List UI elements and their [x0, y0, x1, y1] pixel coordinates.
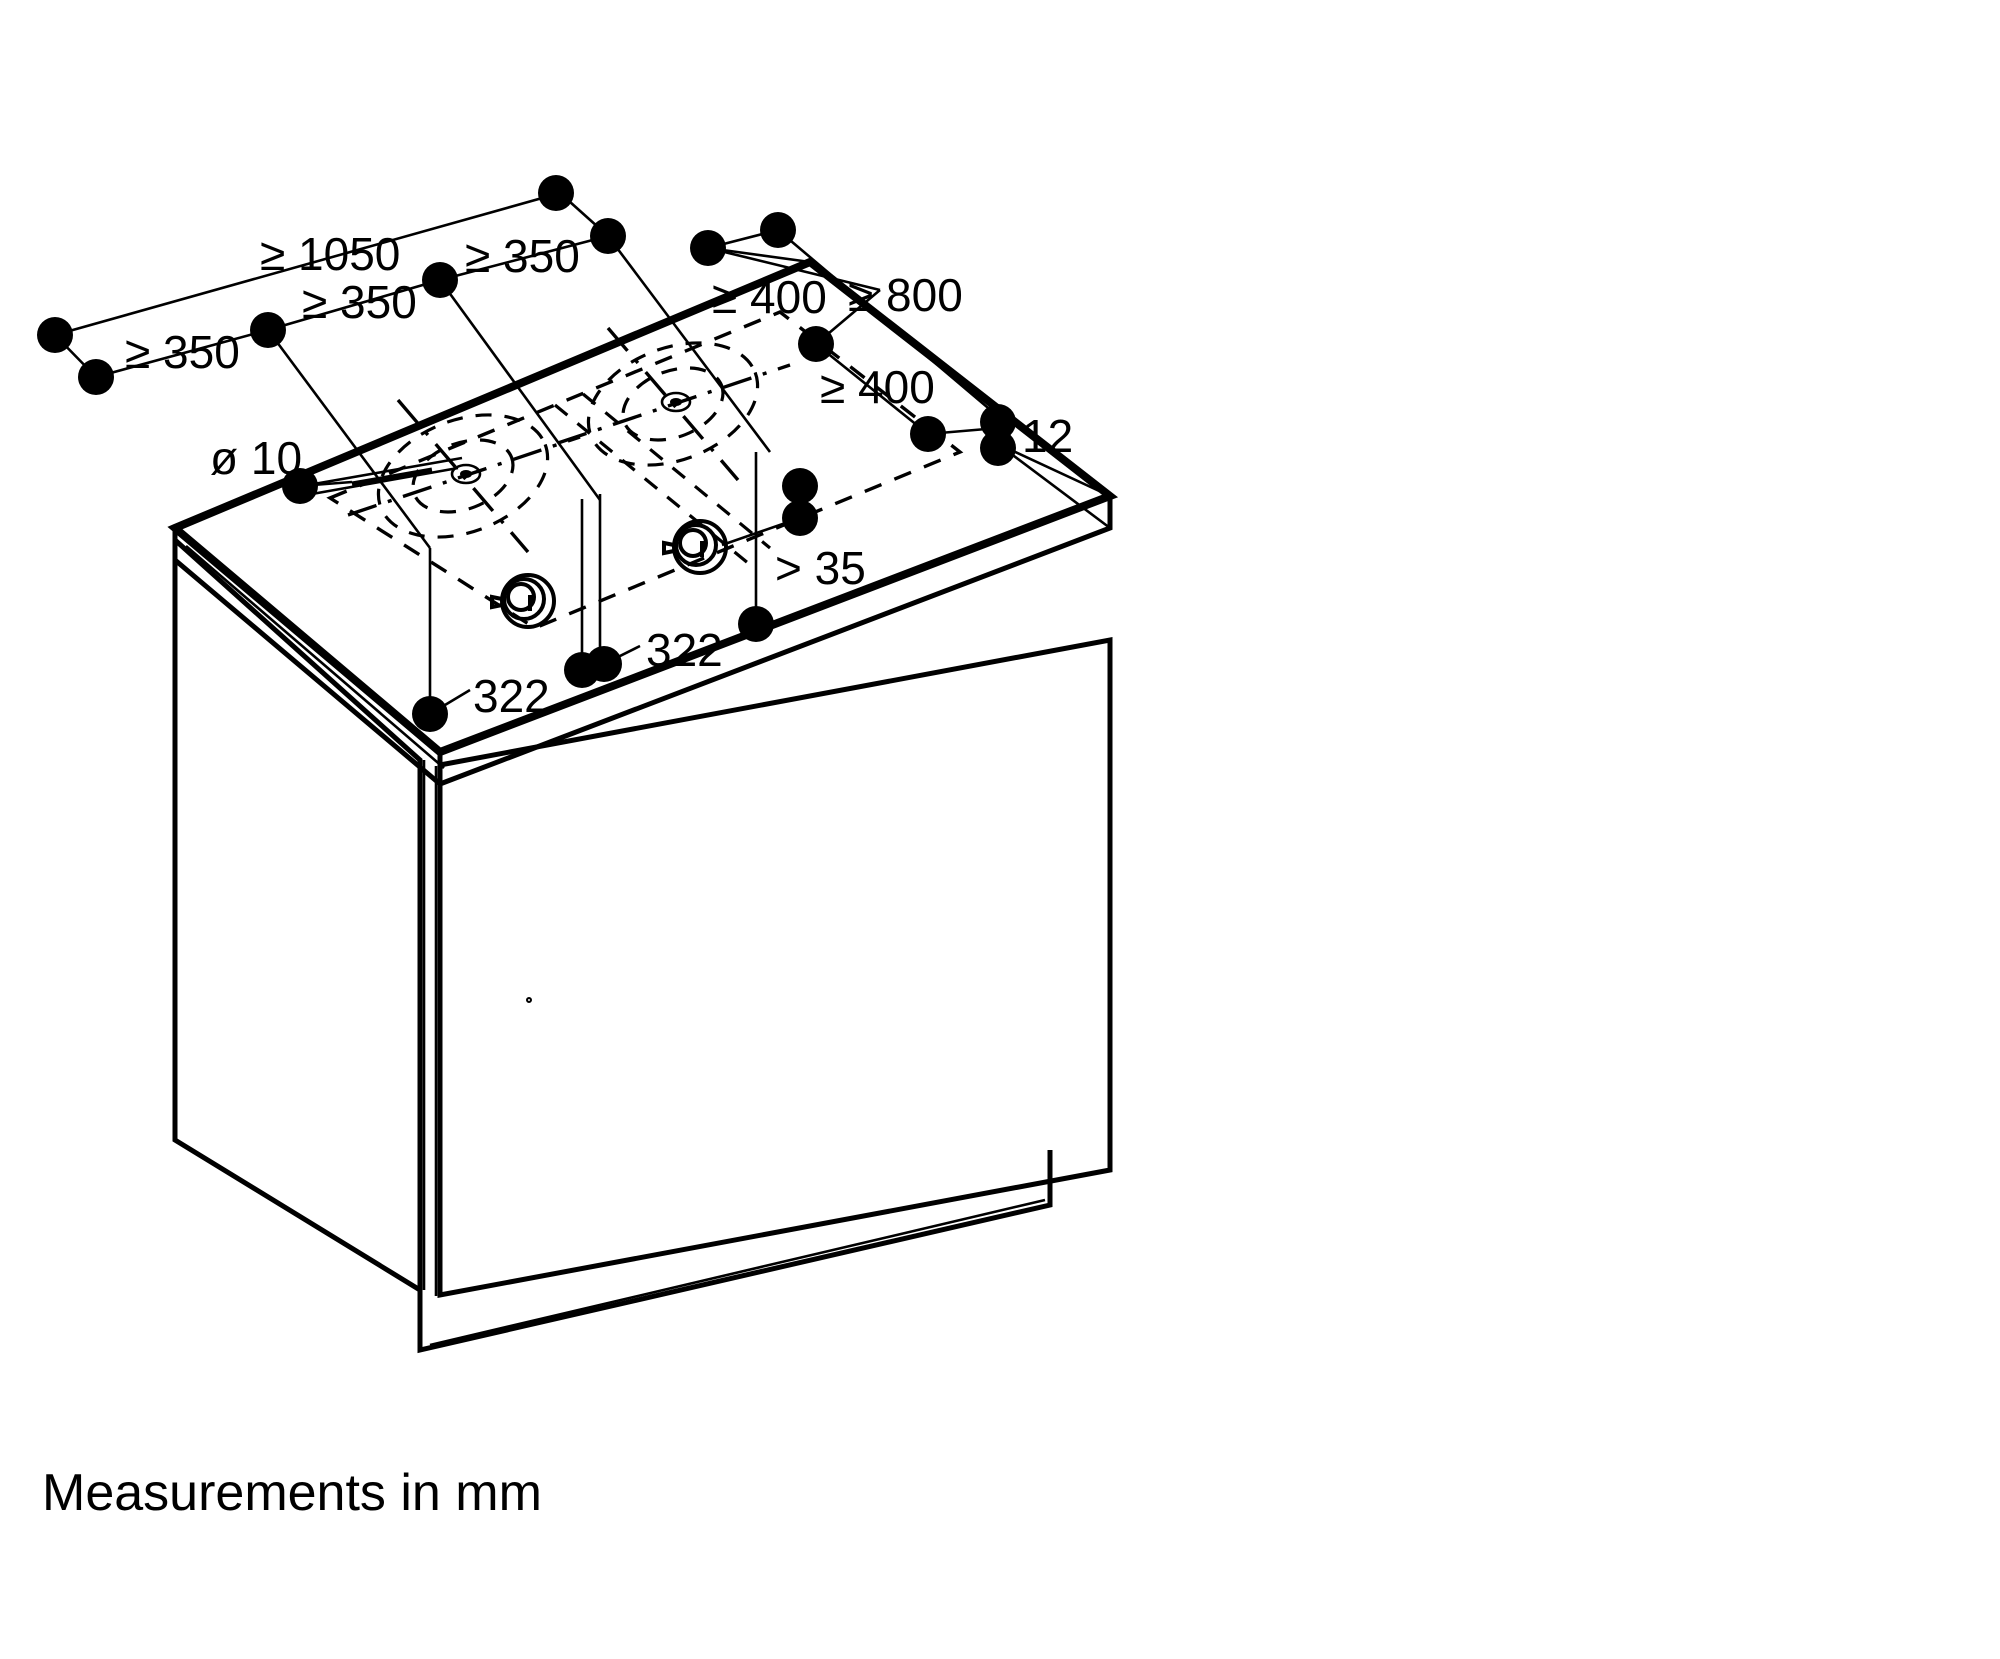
dimension-labels: ≥ 1050 ≥ 350 ≥ 350 ≥ 350 ≥ 400 ≥ 800 ≥ 4…: [125, 228, 1073, 722]
dot-35-lower: [782, 500, 818, 536]
burner-right-center-hole: [660, 391, 692, 413]
drop-line-mid-350: [438, 279, 602, 501]
worktop-right-edge: [439, 496, 1113, 787]
dim-label-350-rear-b: ≥ 350: [302, 276, 417, 328]
control-knob-left-group[interactable]: [490, 573, 556, 629]
burner-right: [557, 326, 791, 482]
ext-line-400a: [707, 246, 881, 292]
dot-800-top: [760, 212, 796, 248]
dim-label-dia10: ø 10: [210, 432, 302, 484]
dot-400a-start: [690, 230, 726, 266]
control-knob-left[interactable]: [526, 997, 532, 1003]
knob-right-outer: [672, 519, 728, 575]
knob-left-mid: [502, 577, 546, 621]
plinth-under-edge: [429, 1198, 1046, 1347]
worktop-edge-crease: [185, 545, 445, 769]
burner-left-center-mark: [460, 470, 472, 478]
cabinet-body: [172, 534, 1113, 1354]
dot-350-b-end: [422, 262, 458, 298]
dim-label-322-left: 322: [473, 670, 550, 722]
ext-line-1050: [54, 191, 561, 337]
dot-322-left: [412, 696, 448, 732]
burner-left: [347, 398, 581, 554]
dot-1050-end: [538, 175, 574, 211]
dim-label-350-rear-a: ≥ 350: [465, 230, 580, 282]
knob-right-inner: [678, 528, 708, 558]
worktop: [167, 257, 1119, 790]
dim-label-400-b: ≥ 400: [820, 361, 935, 413]
hob-cutout-outline: [326, 310, 964, 630]
knob-right-mid: [674, 523, 718, 567]
dim-label-800: ≥ 800: [848, 269, 963, 321]
cabinet-front-face: [437, 636, 1113, 1299]
gas-pipe-stub: [351, 467, 433, 487]
dot-322-mid-b: [586, 646, 622, 682]
tie-line-worktop-right-edge: [997, 442, 1111, 530]
ext-line-350-left-2: [95, 328, 269, 379]
dim-label-400-a: ≥ 400: [712, 271, 827, 323]
dim-label-322-right: 322: [646, 624, 723, 676]
hob-cutout-divider-2: [581, 392, 772, 550]
hob-cutout-divider: [553, 403, 750, 565]
ext-line-350-b: [267, 278, 441, 332]
drop-line-left-350: [266, 329, 432, 549]
dim-label-35: > 35: [775, 542, 866, 594]
gas-pipe-line-bottom: [311, 466, 459, 496]
dot-35-upper: [782, 468, 818, 504]
dot-350-a-end: [590, 218, 626, 254]
burner-left-ring-outer: [376, 413, 550, 539]
knob-left-tab: [490, 594, 503, 610]
knob-left-inner: [506, 582, 536, 612]
dim-label-1050: ≥ 1050: [260, 228, 400, 280]
dot-12-upper: [980, 404, 1016, 440]
ext-line-400b: [815, 342, 929, 436]
knob-left-outer: [500, 573, 556, 629]
worktop-front-edge: [172, 528, 443, 790]
dot-400b-end: [910, 416, 946, 452]
dim-label-350-left: ≥ 350: [125, 326, 240, 378]
burner-right-ring-outer: [586, 341, 760, 467]
cabinet-left-face: [172, 534, 423, 1295]
dot-12-lower: [980, 430, 1016, 466]
burner-left-center-hole: [450, 463, 482, 485]
control-knob-right-group[interactable]: [662, 519, 728, 575]
knob-left-body: [526, 997, 532, 1003]
burner-right-center-mark: [670, 398, 682, 406]
tie-line-worktop-right-bottom: [997, 442, 1111, 498]
dot-1050-start: [37, 317, 73, 353]
dim-label-12: 12: [1022, 410, 1073, 462]
dot-322-right: [738, 606, 774, 642]
plinth-outline: [417, 1150, 1053, 1354]
dot-350-left-low: [78, 359, 114, 395]
dot-dia10: [282, 468, 318, 504]
ext-line-800-right: [777, 229, 1001, 419]
dot-350-left-end: [250, 312, 286, 348]
knob-right-tab: [662, 540, 675, 556]
burner-left-ring-inner: [411, 438, 515, 514]
figure-caption: Measurements in mm: [42, 1464, 542, 1522]
dot-400a-end: [798, 326, 834, 362]
dimension-dots: [37, 175, 1016, 732]
drop-line-right-350: [606, 235, 772, 453]
plinth-left-chamfer: [174, 1138, 421, 1292]
gas-pipe-line-top: [307, 456, 463, 487]
gas-pipe-hole: [307, 456, 463, 496]
ext-line-350-a: [439, 234, 609, 282]
